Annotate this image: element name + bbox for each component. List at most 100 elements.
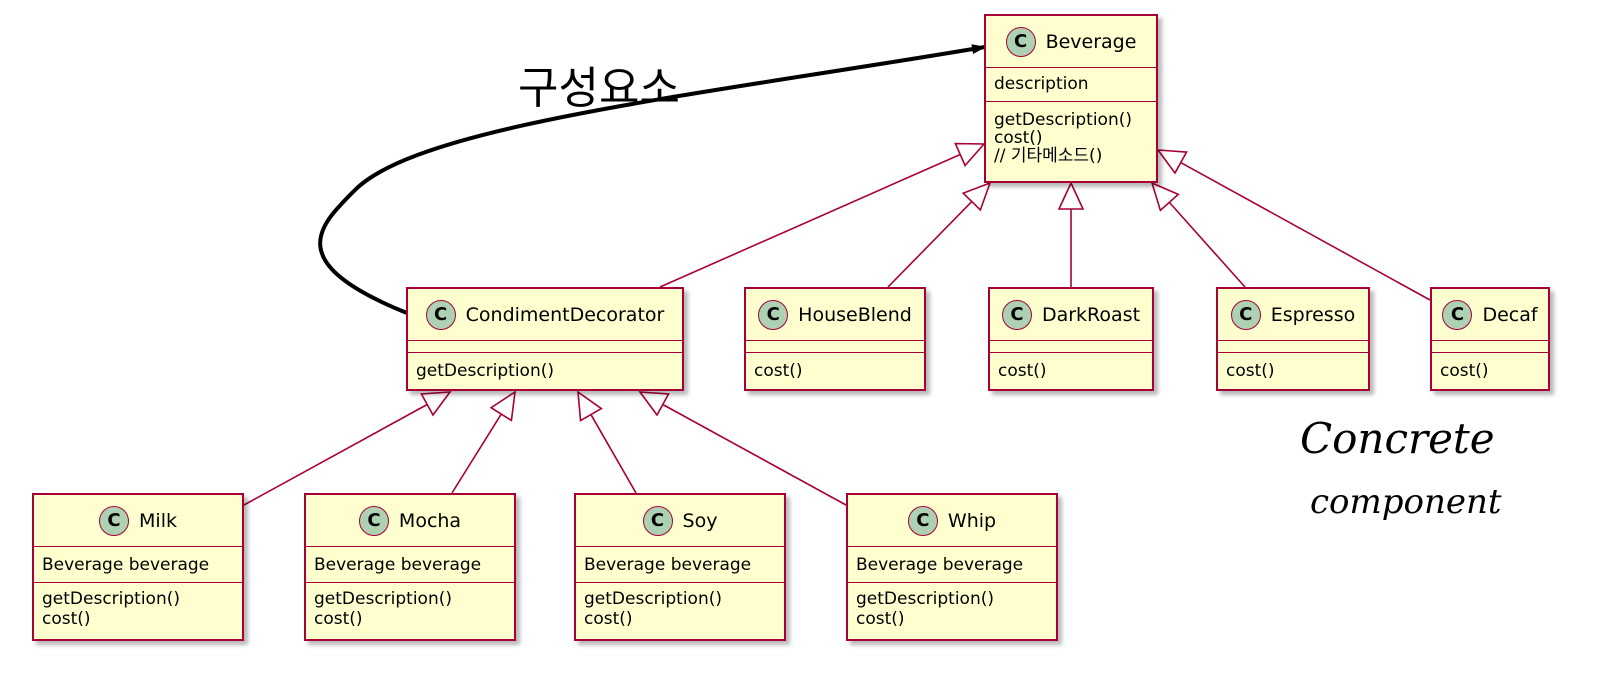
handwritten-concrete: Concrete xyxy=(1300,414,1495,463)
composition-label: 구성요소 xyxy=(518,63,680,114)
method: cost() xyxy=(584,609,633,629)
class-badge-icon: C xyxy=(425,299,456,330)
inheritance-line xyxy=(590,414,637,494)
inheritance-triangle xyxy=(1156,149,1188,175)
inheritance-triangle xyxy=(489,390,517,422)
methods-section: cost() xyxy=(990,353,1152,383)
class-darkroast[interactable]: C DarkRoast cost() xyxy=(988,287,1154,391)
method: cost() xyxy=(998,361,1047,381)
class-decaf[interactable]: C Decaf cost() xyxy=(1430,287,1550,391)
fields-section: Beverage beverage xyxy=(306,547,514,583)
class-badge-icon: C xyxy=(1001,299,1032,330)
method: getDescription() xyxy=(584,589,723,609)
method: getDescription() xyxy=(856,589,995,609)
method: getDescription() xyxy=(994,110,1133,130)
class-header: C CondimentDecorator xyxy=(408,289,682,341)
composition-arrow xyxy=(318,44,986,315)
inheritance-line xyxy=(887,201,973,288)
inheritance-arrowheads xyxy=(420,142,1188,422)
methods-section: getDescription() cost() // 기타메소드() xyxy=(986,102,1156,167)
inheritance-triangle xyxy=(954,142,986,167)
class-header: C Mocha xyxy=(306,495,514,547)
fields-section xyxy=(746,341,924,353)
method: getDescription() xyxy=(42,589,181,609)
class-badge-icon: C xyxy=(1005,26,1036,57)
class-badge-icon: C xyxy=(1230,299,1261,330)
class-badge-icon: C xyxy=(758,299,789,330)
inheritance-line xyxy=(662,403,847,506)
fields-section xyxy=(408,341,682,353)
class-name: Milk xyxy=(139,509,177,532)
class-name: Espresso xyxy=(1270,303,1356,326)
method: cost() xyxy=(754,361,803,381)
class-condiment-decorator[interactable]: C CondimentDecorator getDescription() xyxy=(406,287,684,391)
class-name: HouseBlend xyxy=(798,303,912,326)
field: Beverage beverage xyxy=(314,555,482,575)
method: getDescription() xyxy=(314,589,453,609)
methods-section: getDescription() cost() xyxy=(848,583,1056,631)
fields-section xyxy=(990,341,1152,353)
field: Beverage beverage xyxy=(584,555,752,575)
handwritten-component: component xyxy=(1310,482,1502,522)
class-name: Decaf xyxy=(1482,303,1538,326)
class-espresso[interactable]: C Espresso cost() xyxy=(1216,287,1370,391)
class-badge-icon: C xyxy=(1442,299,1473,330)
class-milk[interactable]: C Milk Beverage beverage getDescription(… xyxy=(32,493,244,641)
inheritance-line xyxy=(1180,161,1431,301)
inheritance-triangle xyxy=(1150,181,1180,212)
method: getDescription() xyxy=(416,361,555,381)
inheritance-triangle xyxy=(577,390,603,422)
fields-section: Beverage beverage xyxy=(34,547,242,583)
inheritance-line xyxy=(659,153,961,288)
class-name: Whip xyxy=(947,509,997,532)
class-badge-icon: C xyxy=(99,505,130,536)
class-header: C HouseBlend xyxy=(746,289,924,341)
method: // 기타메소드() xyxy=(994,146,1103,166)
methods-section: cost() xyxy=(1218,353,1368,383)
class-mocha[interactable]: C Mocha Beverage beverage getDescription… xyxy=(304,493,516,641)
class-header: C Soy xyxy=(576,495,784,547)
method: cost() xyxy=(994,128,1043,148)
class-header: C DarkRoast xyxy=(990,289,1152,341)
class-badge-icon: C xyxy=(907,505,938,536)
class-soy[interactable]: C Soy Beverage beverage getDescription()… xyxy=(574,493,786,641)
method: cost() xyxy=(856,609,905,629)
class-badge-icon: C xyxy=(358,505,389,536)
class-badge-icon: C xyxy=(642,505,673,536)
class-header: C Espresso xyxy=(1218,289,1368,341)
class-header: C Milk xyxy=(34,495,242,547)
methods-section: cost() xyxy=(746,353,924,383)
class-header: C Beverage xyxy=(986,16,1156,68)
class-name: Mocha xyxy=(398,509,462,532)
class-name: CondimentDecorator xyxy=(465,303,665,326)
class-name: Beverage xyxy=(1045,30,1137,53)
methods-section: cost() xyxy=(1432,353,1548,383)
class-name: DarkRoast xyxy=(1041,303,1141,326)
method: cost() xyxy=(1440,361,1489,381)
field: description xyxy=(994,74,1089,94)
field: Beverage beverage xyxy=(856,555,1024,575)
inheritance-triangle xyxy=(1057,181,1085,210)
inheritance-edges xyxy=(243,153,1431,506)
methods-section: getDescription() cost() xyxy=(34,583,242,631)
fields-section: Beverage beverage xyxy=(848,547,1056,583)
class-houseblend[interactable]: C HouseBlend cost() xyxy=(744,287,926,391)
class-beverage[interactable]: C Beverage description getDescription() … xyxy=(984,14,1158,183)
fields-section: description xyxy=(986,68,1156,102)
inheritance-line xyxy=(1168,201,1246,288)
inheritance-triangle xyxy=(961,181,992,212)
fields-section xyxy=(1218,341,1368,353)
class-whip[interactable]: C Whip Beverage beverage getDescription(… xyxy=(846,493,1058,641)
class-name: Soy xyxy=(682,509,718,532)
inheritance-line xyxy=(451,413,502,494)
method: cost() xyxy=(1226,361,1275,381)
methods-section: getDescription() xyxy=(408,353,682,383)
inheritance-line xyxy=(243,403,428,506)
inheritance-triangle xyxy=(420,391,452,417)
methods-section: getDescription() cost() xyxy=(576,583,784,631)
class-header: C Whip xyxy=(848,495,1056,547)
fields-section: Beverage beverage xyxy=(576,547,784,583)
field: Beverage beverage xyxy=(42,555,210,575)
method: cost() xyxy=(314,609,363,629)
